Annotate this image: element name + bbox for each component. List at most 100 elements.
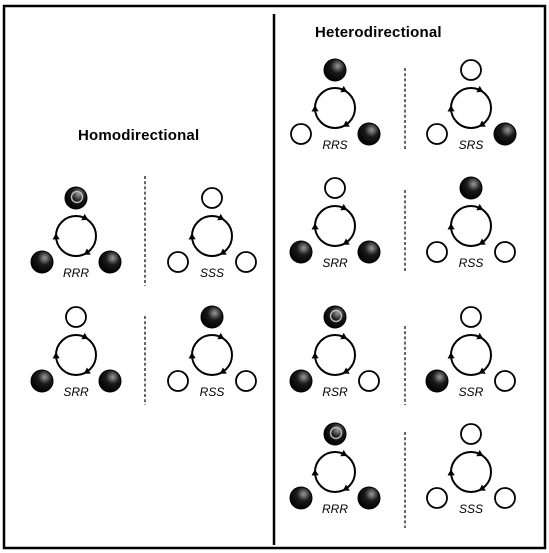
stereo-label: SSR [458, 385, 484, 399]
stereo-label: SRR [63, 385, 89, 399]
arrowhead [219, 367, 227, 374]
ball-ring [329, 426, 343, 440]
hollow-ball [358, 370, 380, 392]
arrowhead [478, 120, 486, 127]
solid-ball [323, 422, 347, 446]
arrowhead [188, 233, 196, 240]
hollow-ball [460, 306, 482, 328]
hollow-ball [201, 187, 223, 209]
solid-ball [289, 486, 313, 510]
arrowhead [311, 223, 319, 230]
solid-ball [98, 369, 122, 393]
arrowhead [447, 469, 455, 476]
hollow-ball [460, 423, 482, 445]
arrowhead [81, 332, 89, 340]
arrowhead [342, 238, 350, 245]
rotation-circle [191, 215, 233, 257]
arrowhead [83, 367, 91, 374]
arrowhead [476, 203, 484, 211]
arrowhead [52, 233, 60, 240]
solid-ball [323, 58, 347, 82]
arrowhead [447, 223, 455, 230]
arrowhead [340, 203, 348, 211]
solid-ball [289, 240, 313, 264]
arrowhead [342, 367, 350, 374]
arrowhead [83, 248, 91, 255]
rotation-circle [314, 451, 356, 493]
hollow-ball [426, 487, 448, 509]
rotation-circle [314, 334, 356, 376]
hollow-ball [235, 251, 257, 273]
arrowhead [478, 367, 486, 374]
hollow-ball [65, 306, 87, 328]
rotation-circle [55, 334, 97, 376]
arrowhead [447, 105, 455, 112]
stereo-label: RSR [322, 385, 348, 399]
arrowhead [340, 332, 348, 340]
hollow-ball [494, 487, 516, 509]
stereo-label: RSS [458, 256, 484, 270]
hollow-ball [235, 370, 257, 392]
stereo-label: SSS [199, 266, 224, 280]
arrowhead [311, 352, 319, 359]
arrowhead [342, 120, 350, 127]
stereo-label: RSS [199, 385, 225, 399]
hollow-ball [494, 370, 516, 392]
hollow-ball [290, 123, 312, 145]
solid-ball [493, 122, 517, 146]
arrowhead [217, 213, 225, 221]
stereo-label: SRR [322, 256, 348, 270]
arrowhead [476, 449, 484, 457]
arrowhead [476, 332, 484, 340]
ball-ring [329, 309, 343, 323]
solid-ball [323, 305, 347, 329]
stereo-label: SSS [458, 502, 483, 516]
rotation-circle [450, 334, 492, 376]
solid-ball [357, 122, 381, 146]
hollow-ball [460, 59, 482, 81]
rotation-circle [450, 451, 492, 493]
arrowhead [340, 449, 348, 457]
arrowhead [476, 85, 484, 93]
stereo-label: SRS [458, 138, 484, 152]
rotation-circle [450, 205, 492, 247]
rotation-circle [450, 87, 492, 129]
heterodirectional-title: Heterodirectional [315, 24, 442, 41]
stereo-label: RRR [63, 266, 89, 280]
solid-ball [425, 369, 449, 393]
solid-ball [64, 186, 88, 210]
solid-ball [30, 250, 54, 274]
rotation-circle [55, 215, 97, 257]
arrowhead [311, 469, 319, 476]
ball-ring [70, 190, 84, 204]
arrowhead [81, 213, 89, 221]
rotation-circle [314, 87, 356, 129]
rotation-circle [314, 205, 356, 247]
rotation-circle [191, 334, 233, 376]
arrowhead [52, 352, 60, 359]
arrowhead [342, 484, 350, 491]
solid-ball [357, 486, 381, 510]
arrowhead [217, 332, 225, 340]
stereo-label: RRS [322, 138, 348, 152]
arrowhead [219, 248, 227, 255]
hollow-ball [167, 251, 189, 273]
solid-ball [98, 250, 122, 274]
arrowhead [478, 484, 486, 491]
solid-ball [30, 369, 54, 393]
figure-border [2, 4, 547, 550]
solid-ball [289, 369, 313, 393]
solid-ball [357, 240, 381, 264]
solid-ball [459, 176, 483, 200]
hollow-ball [426, 123, 448, 145]
hollow-ball [426, 241, 448, 263]
hollow-ball [324, 177, 346, 199]
arrowhead [311, 105, 319, 112]
hollow-ball [167, 370, 189, 392]
stereo-label: RRR [322, 502, 348, 516]
arrowhead [340, 85, 348, 93]
solid-ball [200, 305, 224, 329]
hollow-ball [494, 241, 516, 263]
